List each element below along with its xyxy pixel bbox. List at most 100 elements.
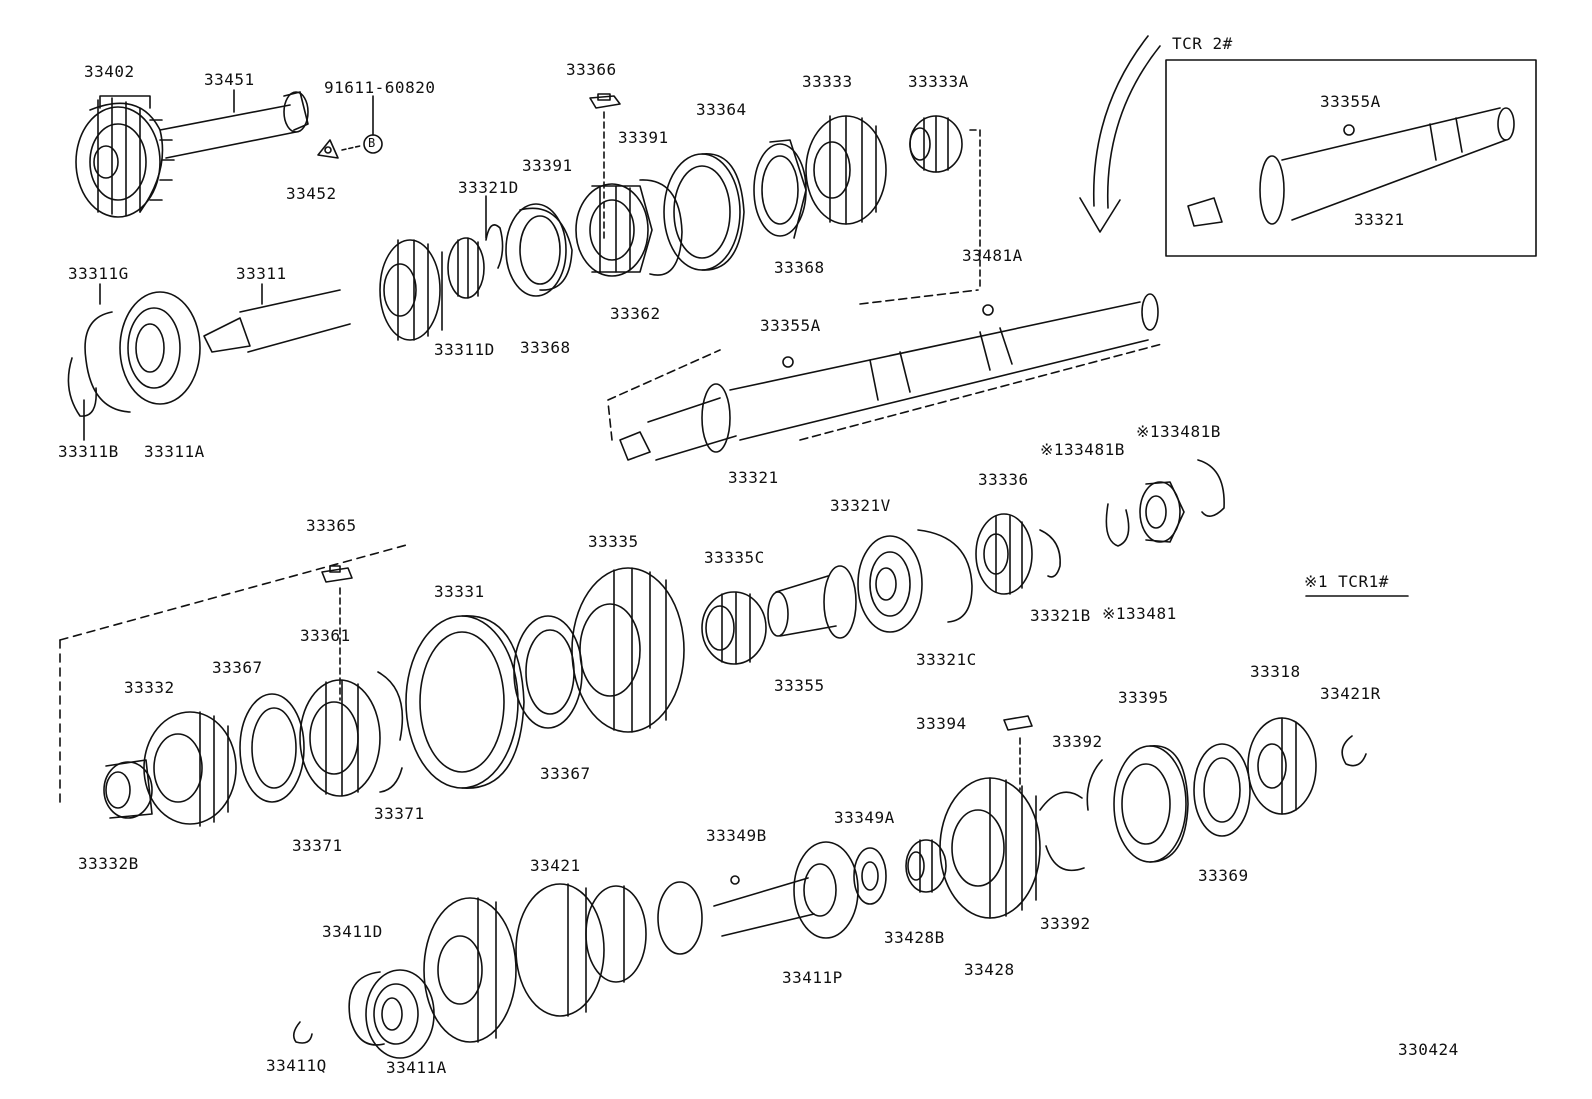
label-33368-upper: 33368 bbox=[774, 258, 825, 277]
inset-title: TCR 2# bbox=[1172, 34, 1233, 53]
ball-33452 bbox=[317, 95, 383, 159]
label-33421R: 33421R bbox=[1320, 684, 1381, 703]
label-33332B: 33332B bbox=[78, 854, 139, 873]
inset-label-33355A: 33355A bbox=[1320, 92, 1381, 111]
label-33335: 33335 bbox=[588, 532, 639, 551]
snapring-33411D bbox=[348, 971, 385, 1046]
arrow-tcr2 bbox=[1079, 35, 1161, 233]
label-33321C: 33321C bbox=[916, 650, 977, 669]
bearing-33335C bbox=[701, 591, 767, 665]
label-33333A: 33333A bbox=[908, 72, 969, 91]
label-33391-upper: 33391 bbox=[618, 128, 669, 147]
snapring-33311B bbox=[67, 357, 97, 441]
snapring-33411Q bbox=[292, 1021, 313, 1044]
ring-33367 bbox=[239, 615, 583, 803]
syncro-33321D bbox=[485, 195, 567, 297]
label-33355A: 33355A bbox=[760, 316, 821, 335]
label-33411D: 33411D bbox=[322, 922, 383, 941]
sleeve-33364 bbox=[663, 153, 745, 271]
input-shaft-33311 bbox=[203, 239, 443, 353]
label-33392-lower: 33392 bbox=[1040, 914, 1091, 933]
label-33332: 33332 bbox=[124, 678, 175, 697]
gear-33332 bbox=[143, 711, 237, 827]
main-shaft-33321 bbox=[607, 289, 1163, 461]
diagram-id: 330424 bbox=[1398, 1040, 1459, 1059]
label-33321B: 33321B bbox=[1030, 606, 1091, 625]
label-33321D: 33321D bbox=[458, 178, 519, 197]
gear-33428 bbox=[939, 777, 1041, 919]
label-33411Q: 33411Q bbox=[266, 1056, 327, 1075]
label-33335C: 33335C bbox=[704, 548, 765, 567]
label-33369: 33369 bbox=[1198, 866, 1249, 885]
gear-33402 bbox=[75, 95, 175, 218]
label-33336: 33336 bbox=[978, 470, 1029, 489]
label-33364: 33364 bbox=[696, 100, 747, 119]
label-91611-60820: 91611-60820 bbox=[324, 78, 436, 97]
label-33411P: 33411P bbox=[782, 968, 843, 987]
label-33321: 33321 bbox=[728, 468, 779, 487]
label-133481B-right: ※133481B bbox=[1136, 422, 1221, 441]
label-33311D: 33311D bbox=[434, 340, 495, 359]
gear-33318 bbox=[1247, 717, 1317, 815]
gear-33336 bbox=[975, 513, 1033, 595]
snapring-33321C bbox=[917, 529, 973, 623]
label-33367-left: 33367 bbox=[212, 658, 263, 677]
label-33371-left: 33371 bbox=[292, 836, 343, 855]
snapring-33421R bbox=[1341, 735, 1367, 767]
label-33392-upper: 33392 bbox=[1052, 732, 1103, 751]
inset-label-33321: 33321 bbox=[1354, 210, 1405, 229]
label-33421: 33421 bbox=[530, 856, 581, 875]
label-33371-right: 33371 bbox=[374, 804, 425, 823]
label-33411A: 33411A bbox=[386, 1058, 447, 1077]
label-33355: 33355 bbox=[774, 676, 825, 695]
bearing-33333A bbox=[909, 115, 981, 291]
label-33321V: 33321V bbox=[830, 496, 891, 515]
label-33428B: 33428B bbox=[884, 928, 945, 947]
gear-33311D bbox=[447, 237, 485, 299]
label-33349B: 33349B bbox=[706, 826, 767, 845]
inset-tcr2 bbox=[1165, 59, 1537, 257]
ball-33349B bbox=[730, 875, 740, 885]
label-33402: 33402 bbox=[84, 62, 135, 81]
label-33452: 33452 bbox=[286, 184, 337, 203]
shaft-33451 bbox=[159, 89, 309, 159]
snapring-33321B bbox=[1039, 529, 1061, 578]
label-33311B: 33311B bbox=[58, 442, 119, 461]
b-mark-label: B bbox=[368, 136, 376, 150]
snapring-133481B bbox=[1105, 459, 1225, 547]
label-33331: 33331 bbox=[434, 582, 485, 601]
ring-33391 bbox=[519, 179, 683, 291]
label-33361: 33361 bbox=[300, 626, 351, 645]
legend-tcr1: ※1 TCR1# bbox=[1304, 572, 1389, 591]
ring-33392 bbox=[1039, 759, 1103, 872]
bearing-33411A bbox=[365, 969, 435, 1059]
label-33362: 33362 bbox=[610, 304, 661, 323]
gear-133481 bbox=[1139, 481, 1185, 543]
label-33311A: 33311A bbox=[144, 442, 205, 461]
label-33395: 33395 bbox=[1118, 688, 1169, 707]
label-33367-right: 33367 bbox=[540, 764, 591, 783]
gear-33335 bbox=[571, 567, 685, 733]
label-133481B-left: ※133481B bbox=[1040, 440, 1125, 459]
key-33394 bbox=[1003, 715, 1033, 791]
bushing-33332B bbox=[103, 759, 153, 819]
hub-33362 bbox=[575, 183, 653, 277]
label-33481A: 33481A bbox=[962, 246, 1023, 265]
sleeve-33331 bbox=[405, 615, 525, 789]
label-33349A: 33349A bbox=[834, 808, 895, 827]
label-33451: 33451 bbox=[204, 70, 255, 89]
label-33311: 33311 bbox=[236, 264, 287, 283]
bearing-33428B bbox=[905, 839, 947, 893]
label-33368-lower: 33368 bbox=[520, 338, 571, 357]
syncro-ring-33368a bbox=[753, 139, 807, 239]
gear-33333 bbox=[805, 115, 887, 225]
label-33365: 33365 bbox=[306, 516, 357, 535]
snapring-33311G bbox=[84, 283, 131, 413]
bearing-33321V bbox=[857, 535, 923, 633]
label-33366: 33366 bbox=[566, 60, 617, 79]
label-33318: 33318 bbox=[1250, 662, 1301, 681]
hub-33361 bbox=[299, 671, 404, 797]
key-33366 bbox=[589, 93, 621, 241]
bearing-33311A bbox=[119, 291, 201, 405]
